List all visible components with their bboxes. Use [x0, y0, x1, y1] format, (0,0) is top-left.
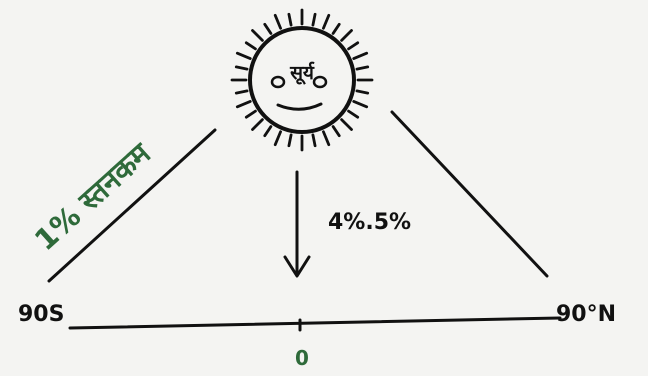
left-latitude-label: 90S — [18, 302, 64, 327]
vertical-percent-label: 4%.5% — [328, 210, 411, 235]
sun-label: सूर्य — [289, 61, 315, 85]
equator-label: 0 — [295, 346, 309, 370]
right-latitude-label: 90°N — [556, 302, 616, 327]
